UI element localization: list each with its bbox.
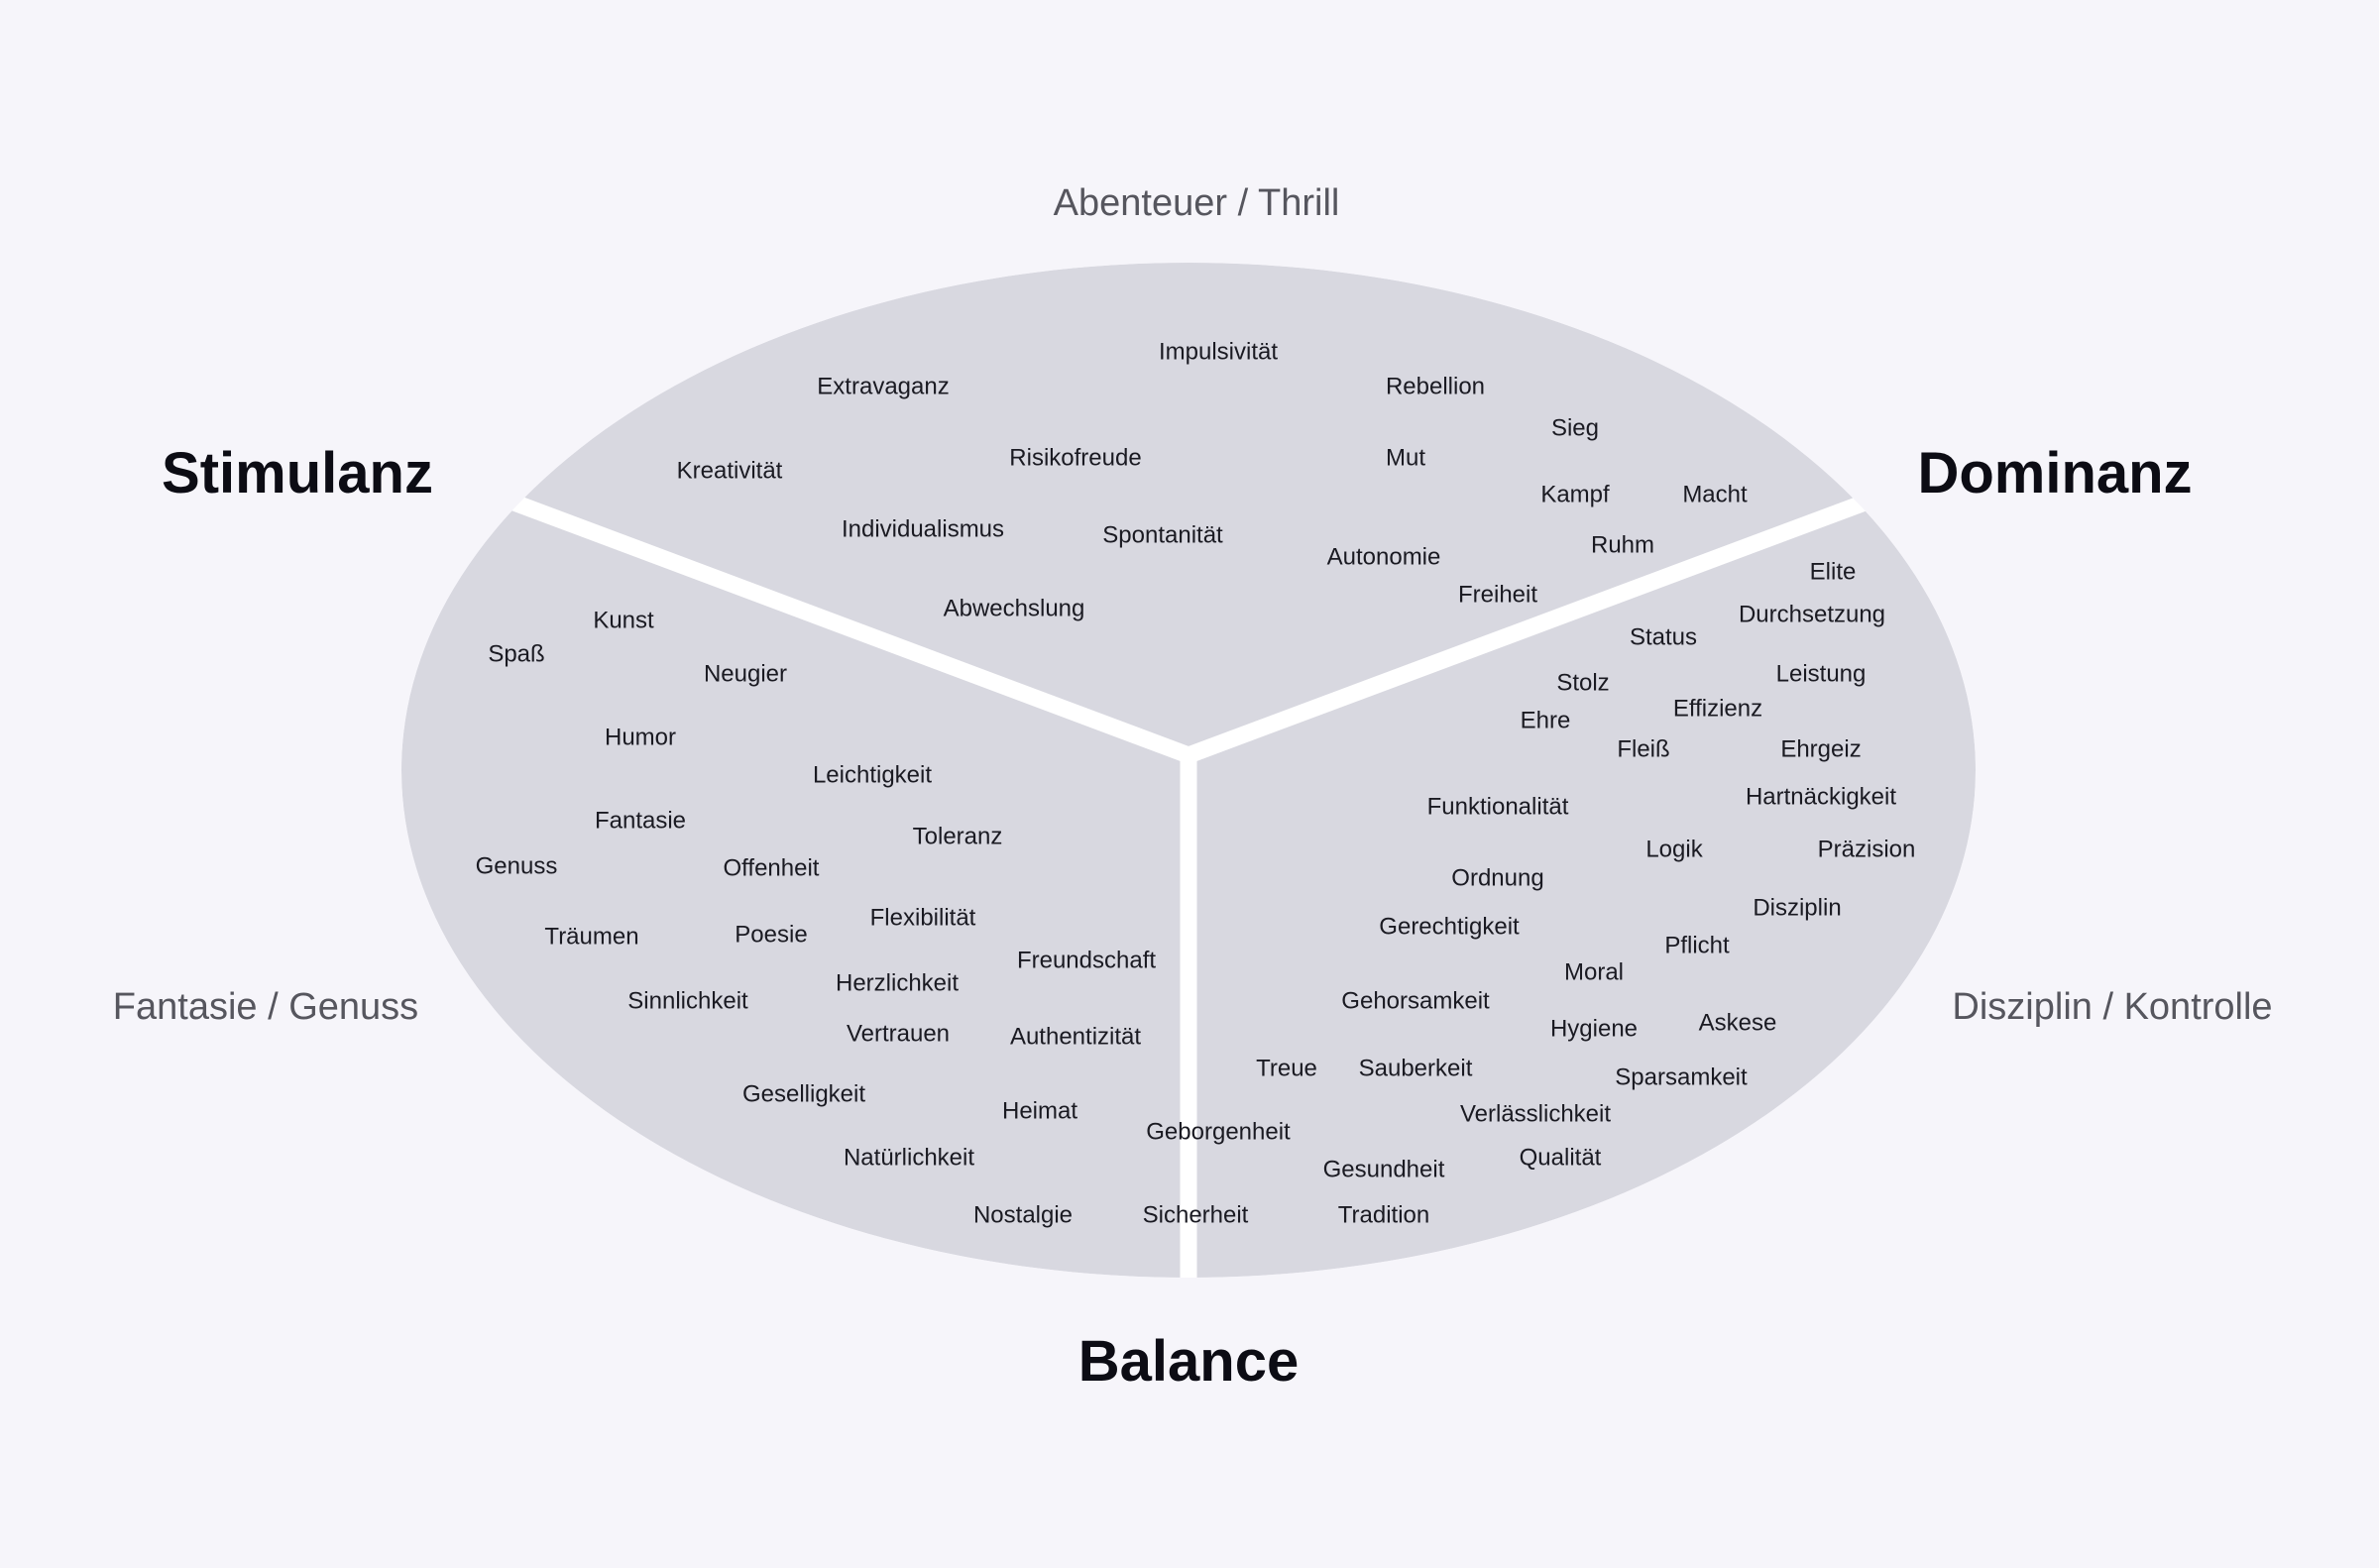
word: Durchsetzung [1739,602,1885,628]
word: Vertrauen [847,1021,950,1048]
word: Stolz [1556,670,1609,697]
word: Poesie [735,922,807,949]
word: Sparsamkeit [1615,1064,1748,1091]
word: Hartnäckigkeit [1746,784,1896,811]
word: Treue [1256,1056,1317,1082]
word: Mut [1386,445,1425,472]
word: Leichtigkeit [813,762,932,789]
word: Sieg [1551,415,1599,442]
word: Herzlichkeit [836,970,959,997]
word: Logik [1645,837,1703,863]
word: Nostalgie [973,1202,1073,1229]
word: Humor [605,725,676,751]
word: Qualität [1520,1145,1602,1172]
word: Macht [1682,482,1748,508]
word: Kampf [1540,482,1610,508]
word: Ehre [1521,708,1571,734]
label-balance: Balance [1078,1329,1299,1394]
label-fantasie-genuss: Fantasie / Genuss [113,986,418,1028]
word: Offenheit [724,855,820,882]
word: Kunst [593,608,654,634]
word: Sicherheit [1143,1202,1249,1229]
word: Fleiß [1617,736,1669,763]
word: Abwechslung [944,596,1085,622]
word: Freundschaft [1017,948,1156,974]
word: Authentizität [1010,1024,1141,1051]
word: Sauberkeit [1359,1056,1473,1082]
word: Genuss [476,853,558,880]
word: Individualismus [842,516,1004,543]
word: Effizienz [1673,696,1762,723]
word: Moral [1564,959,1624,986]
word: Natürlichkeit [844,1145,974,1172]
word: Askese [1699,1010,1777,1037]
divider-left [493,488,1191,763]
word: Gesundheit [1323,1157,1445,1183]
word: Toleranz [913,824,1003,850]
word: Spontanität [1102,522,1223,549]
word: Hygiene [1550,1016,1638,1043]
word: Extravaganz [817,374,949,400]
word: Rebellion [1386,374,1485,400]
word: Elite [1810,559,1857,586]
segment-left-words: Kunst Spaß Neugier Humor Leichtigkeit Fa… [476,608,1157,1229]
divider-right [1186,488,1886,763]
label-abenteuer-thrill: Abenteuer / Thrill [1054,182,1340,224]
label-stimulanz: Stimulanz [162,441,433,505]
word: Impulsivität [1159,339,1278,366]
word: Ruhm [1591,532,1654,559]
word: Leistung [1776,661,1867,688]
word: Spaß [488,641,544,668]
word: Ordnung [1451,865,1543,892]
label-dominanz: Dominanz [1917,441,2192,505]
segment-right-words: Elite Durchsetzung Status Leistung Stolz… [1143,559,1916,1229]
word: Risikofreude [1009,445,1141,472]
word: Neugier [704,661,787,688]
word: Gehorsamkeit [1341,988,1490,1015]
word: Freiheit [1458,582,1537,609]
label-disziplin-kontrolle: Disziplin / Kontrolle [1952,986,2272,1028]
word: Disziplin [1753,895,1841,922]
word: Funktionalität [1427,794,1569,821]
word: Fantasie [595,808,686,835]
word: Geborgenheit [1146,1119,1291,1146]
word: Autonomie [1327,544,1441,571]
word: Flexibilität [870,905,976,932]
word: Träumen [544,924,638,951]
word: Pflicht [1664,933,1730,959]
word: Präzision [1818,837,1916,863]
segment-dividers [493,488,1886,1288]
word: Verlässlichkeit [1460,1101,1611,1128]
word: Tradition [1338,1202,1429,1229]
word: Status [1630,624,1697,651]
word: Gerechtigkeit [1379,914,1520,941]
word: Kreativität [677,458,783,485]
word: Geselligkeit [742,1081,865,1108]
word: Sinnlichkeit [627,988,748,1015]
segment-top-words: Impulsivität Extravaganz Rebellion Sieg … [677,339,1748,622]
word: Ehrgeiz [1780,736,1861,763]
word: Heimat [1002,1098,1077,1125]
